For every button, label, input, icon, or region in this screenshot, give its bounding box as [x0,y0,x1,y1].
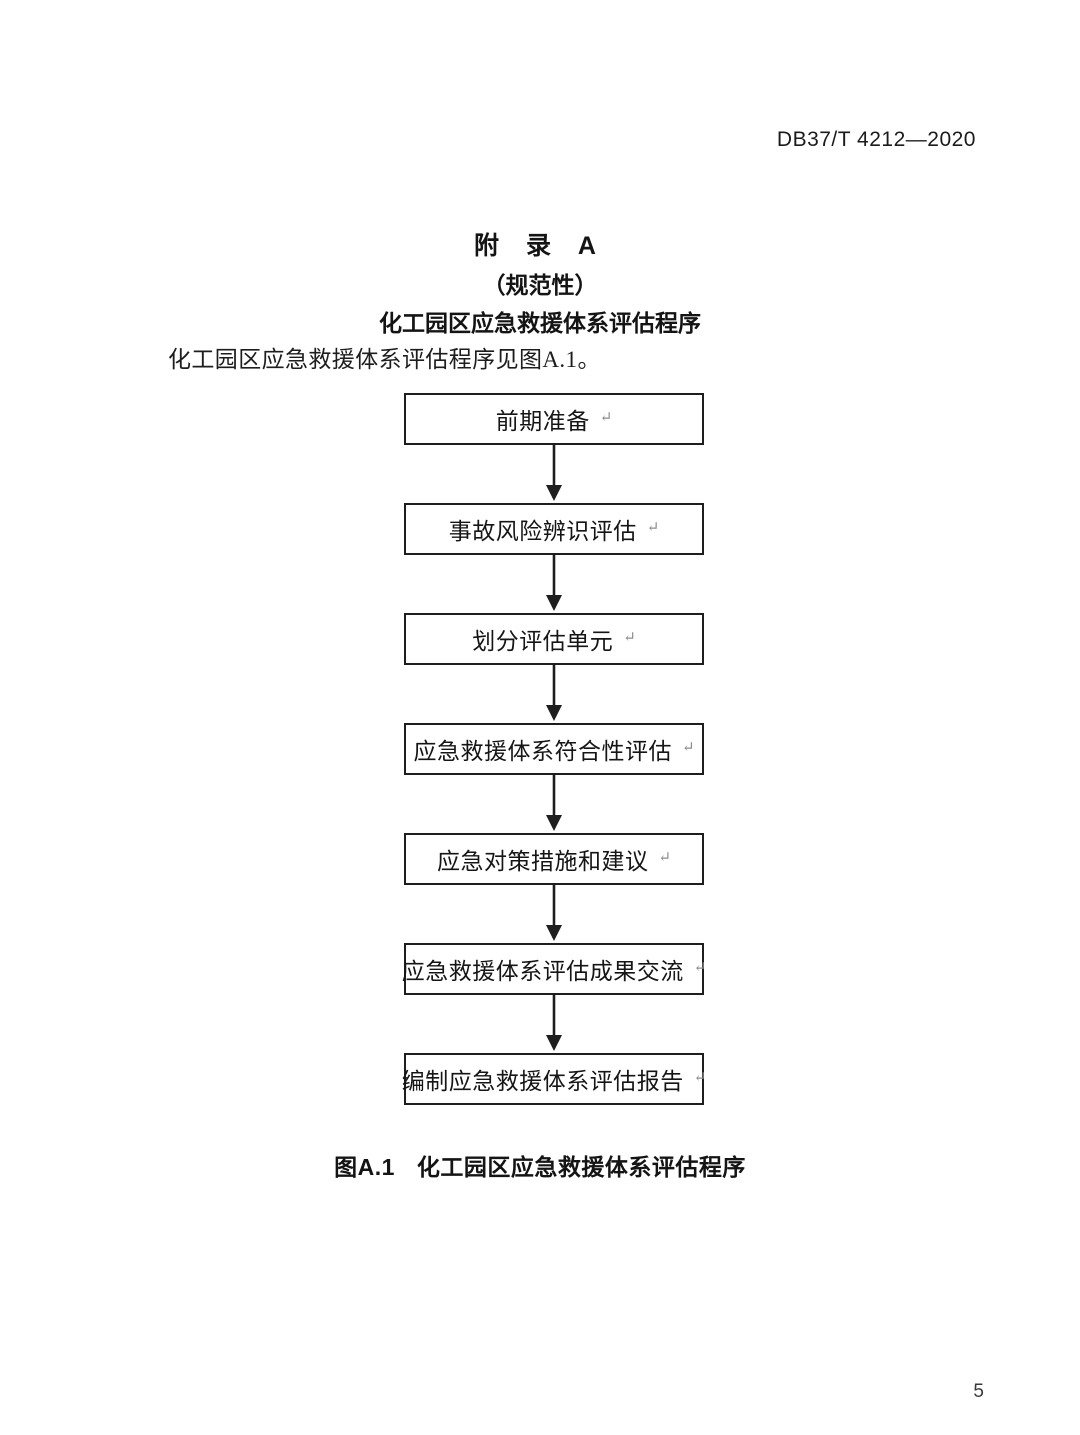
page-number: 5 [973,1381,984,1402]
return-mark-icon: ↵ [623,629,636,646]
return-mark-icon: ↵ [658,849,672,866]
flow-step: 应急救援体系符合性评估 ↵ [404,723,704,775]
flow-step: 应急对策措施和建议 ↵ [404,833,704,885]
flow-box-compile-evaluation-report: 编制应急救援体系评估报告 ↵ [401,1053,707,1105]
evaluation-procedure-flowchart: 前期准备 ↵ 事故风险辨识评估 ↵ 划分评估单元 ↵ [401,393,707,1105]
flow-step: 事故风险辨识评估 ↵ [404,503,704,555]
flow-box-label: 应急救援体系评估成果交流 [401,958,684,984]
flow-connector-arrow [404,885,704,943]
flow-box-divide-evaluation-units: 划分评估单元 ↵ [404,613,704,665]
flow-connector-arrow [404,665,704,723]
return-mark-icon: ↵ [681,739,695,756]
flow-box-results-exchange: 应急救援体系评估成果交流 ↵ [401,943,707,995]
return-mark-icon: ↵ [693,1069,707,1086]
flow-box-label: 划分评估单元 [472,628,614,654]
running-header-standard-number: DB37/T 4212—2020 [776,128,976,151]
flow-box-emergency-countermeasures: 应急对策措施和建议 ↵ [404,833,704,885]
body-paragraph: 化工园区应急救援体系评估程序见图A.1。 [168,347,601,372]
flow-box-preliminary-preparation: 前期准备 ↵ [404,393,704,445]
flow-box-label: 应急救援体系符合性评估 [413,738,672,764]
annex-title-block: 附 录 A （规范性） 化工园区应急救援体系评估程序 [0,228,1080,341]
flow-step: 前期准备 ↵ [404,393,704,445]
flow-step: 编制应急救援体系评估报告 ↵ [401,1053,707,1105]
return-mark-icon: ↵ [693,959,707,976]
figure-title: 化工园区应急救援体系评估程序 [416,1154,746,1180]
return-mark-icon: ↵ [646,519,660,536]
flow-box-label: 前期准备 [495,408,590,434]
annex-normative-note: （规范性） [482,272,598,299]
return-mark-icon: ↵ [599,409,613,426]
annex-subject-title: 化工园区应急救援体系评估程序 [379,310,701,337]
flow-box-label: 编制应急救援体系评估报告 [401,1068,684,1094]
figure-number: 图A.1 [334,1154,395,1180]
flow-step: 应急救援体系评估成果交流 ↵ [401,943,707,995]
flow-box-label: 应急对策措施和建议 [436,848,649,874]
flow-connector-arrow [404,555,704,613]
flow-connector-arrow [404,995,704,1053]
flow-connector-arrow [404,445,704,503]
annex-label: 附 录 A [474,232,606,260]
flow-box-system-compliance-evaluation: 应急救援体系符合性评估 ↵ [404,723,704,775]
flow-step: 划分评估单元 ↵ [404,613,704,665]
flow-box-accident-risk-identification: 事故风险辨识评估 ↵ [404,503,704,555]
flow-box-label: 事故风险辨识评估 [448,518,637,544]
figure-caption: 图A.1 化工园区应急救援体系评估程序 [0,1148,1080,1182]
flow-connector-arrow [404,775,704,833]
